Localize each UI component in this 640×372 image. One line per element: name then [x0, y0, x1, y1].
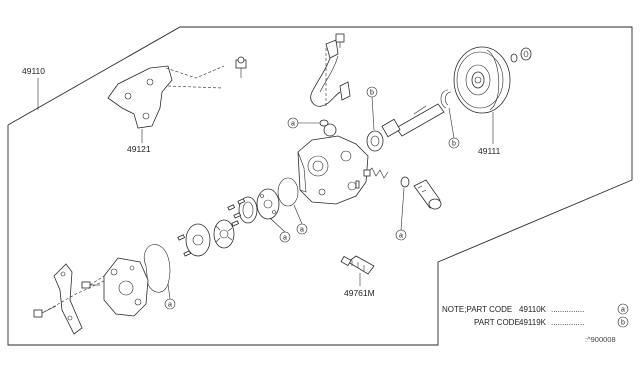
- suction-pipe: [310, 33, 351, 107]
- valve-pin: [355, 180, 360, 189]
- marker-a-plate: a: [269, 217, 291, 243]
- pressure-sensor: [340, 255, 375, 275]
- valve-o-ring: [400, 176, 410, 188]
- bracket-dash-link-2: [167, 85, 223, 89]
- svg-text:a: a: [399, 233, 403, 240]
- side-plate: [256, 188, 280, 220]
- svg-text:a: a: [291, 121, 295, 128]
- valve-plug: [413, 179, 442, 210]
- note-line-1-prefix: NOTE;PART CODE: [442, 305, 512, 314]
- reference-code: :^900008: [585, 335, 616, 344]
- note-line-2-dots: ...............: [551, 318, 584, 327]
- pulley-label: 49111: [478, 146, 501, 156]
- marker-a-oring: a: [293, 204, 308, 235]
- marker-a-pipe: a: [287, 117, 329, 129]
- note-line-1-dots: ...............: [551, 305, 584, 314]
- pump-body: [297, 123, 369, 205]
- main-part-label: 49110: [22, 66, 45, 76]
- gasket-loop: [143, 244, 171, 293]
- svg-text:b: b: [452, 141, 456, 148]
- note-line-1-marker: a: [621, 307, 625, 314]
- rotor: [213, 219, 235, 249]
- dowel-pins: [177, 234, 192, 257]
- pump-shaft: [381, 103, 445, 138]
- note-line-2-prefix: PART CODE: [474, 318, 520, 327]
- note-line-1-code: 49110K: [519, 305, 547, 314]
- svg-text:a: a: [283, 235, 287, 242]
- oil-seal: [366, 130, 384, 152]
- marker-a-valve: a: [395, 187, 407, 241]
- bracket-bolt: [235, 56, 247, 78]
- assembly-boundary: [7, 26, 633, 346]
- relief-spring: [363, 167, 389, 179]
- marker-b-ring: b: [448, 107, 460, 149]
- svg-text:a: a: [168, 302, 172, 309]
- note-line-2-marker: b: [621, 320, 625, 327]
- marker-a-gasket: a: [164, 283, 176, 310]
- marker-b-seal: b: [366, 86, 378, 131]
- rear-dash-link: [43, 279, 107, 313]
- bracket-label: 49121: [127, 144, 151, 154]
- rear-bracket: [53, 263, 83, 335]
- rear-cover: [103, 257, 149, 317]
- rear-bolt-1: [81, 281, 100, 289]
- bracket-dash-link: [165, 65, 225, 79]
- snap-ring: [440, 89, 452, 109]
- o-ring-large: [277, 177, 299, 207]
- svg-text:b: b: [370, 90, 374, 97]
- pressure-plate: [185, 223, 211, 257]
- vanes: [227, 198, 246, 227]
- note-block: NOTE;PART CODE 49110K ............... a …: [442, 303, 629, 328]
- bracket: [107, 65, 173, 129]
- rear-dash-link-2: [89, 275, 105, 286]
- sensor-label: 49761M: [344, 288, 375, 298]
- pulley-washer: [510, 53, 518, 63]
- pulley: [453, 46, 511, 114]
- cam-ring: [238, 196, 258, 224]
- pulley-nut: [520, 47, 532, 61]
- note-line-2-code: 49119K: [519, 318, 547, 327]
- svg-text:a: a: [300, 227, 304, 234]
